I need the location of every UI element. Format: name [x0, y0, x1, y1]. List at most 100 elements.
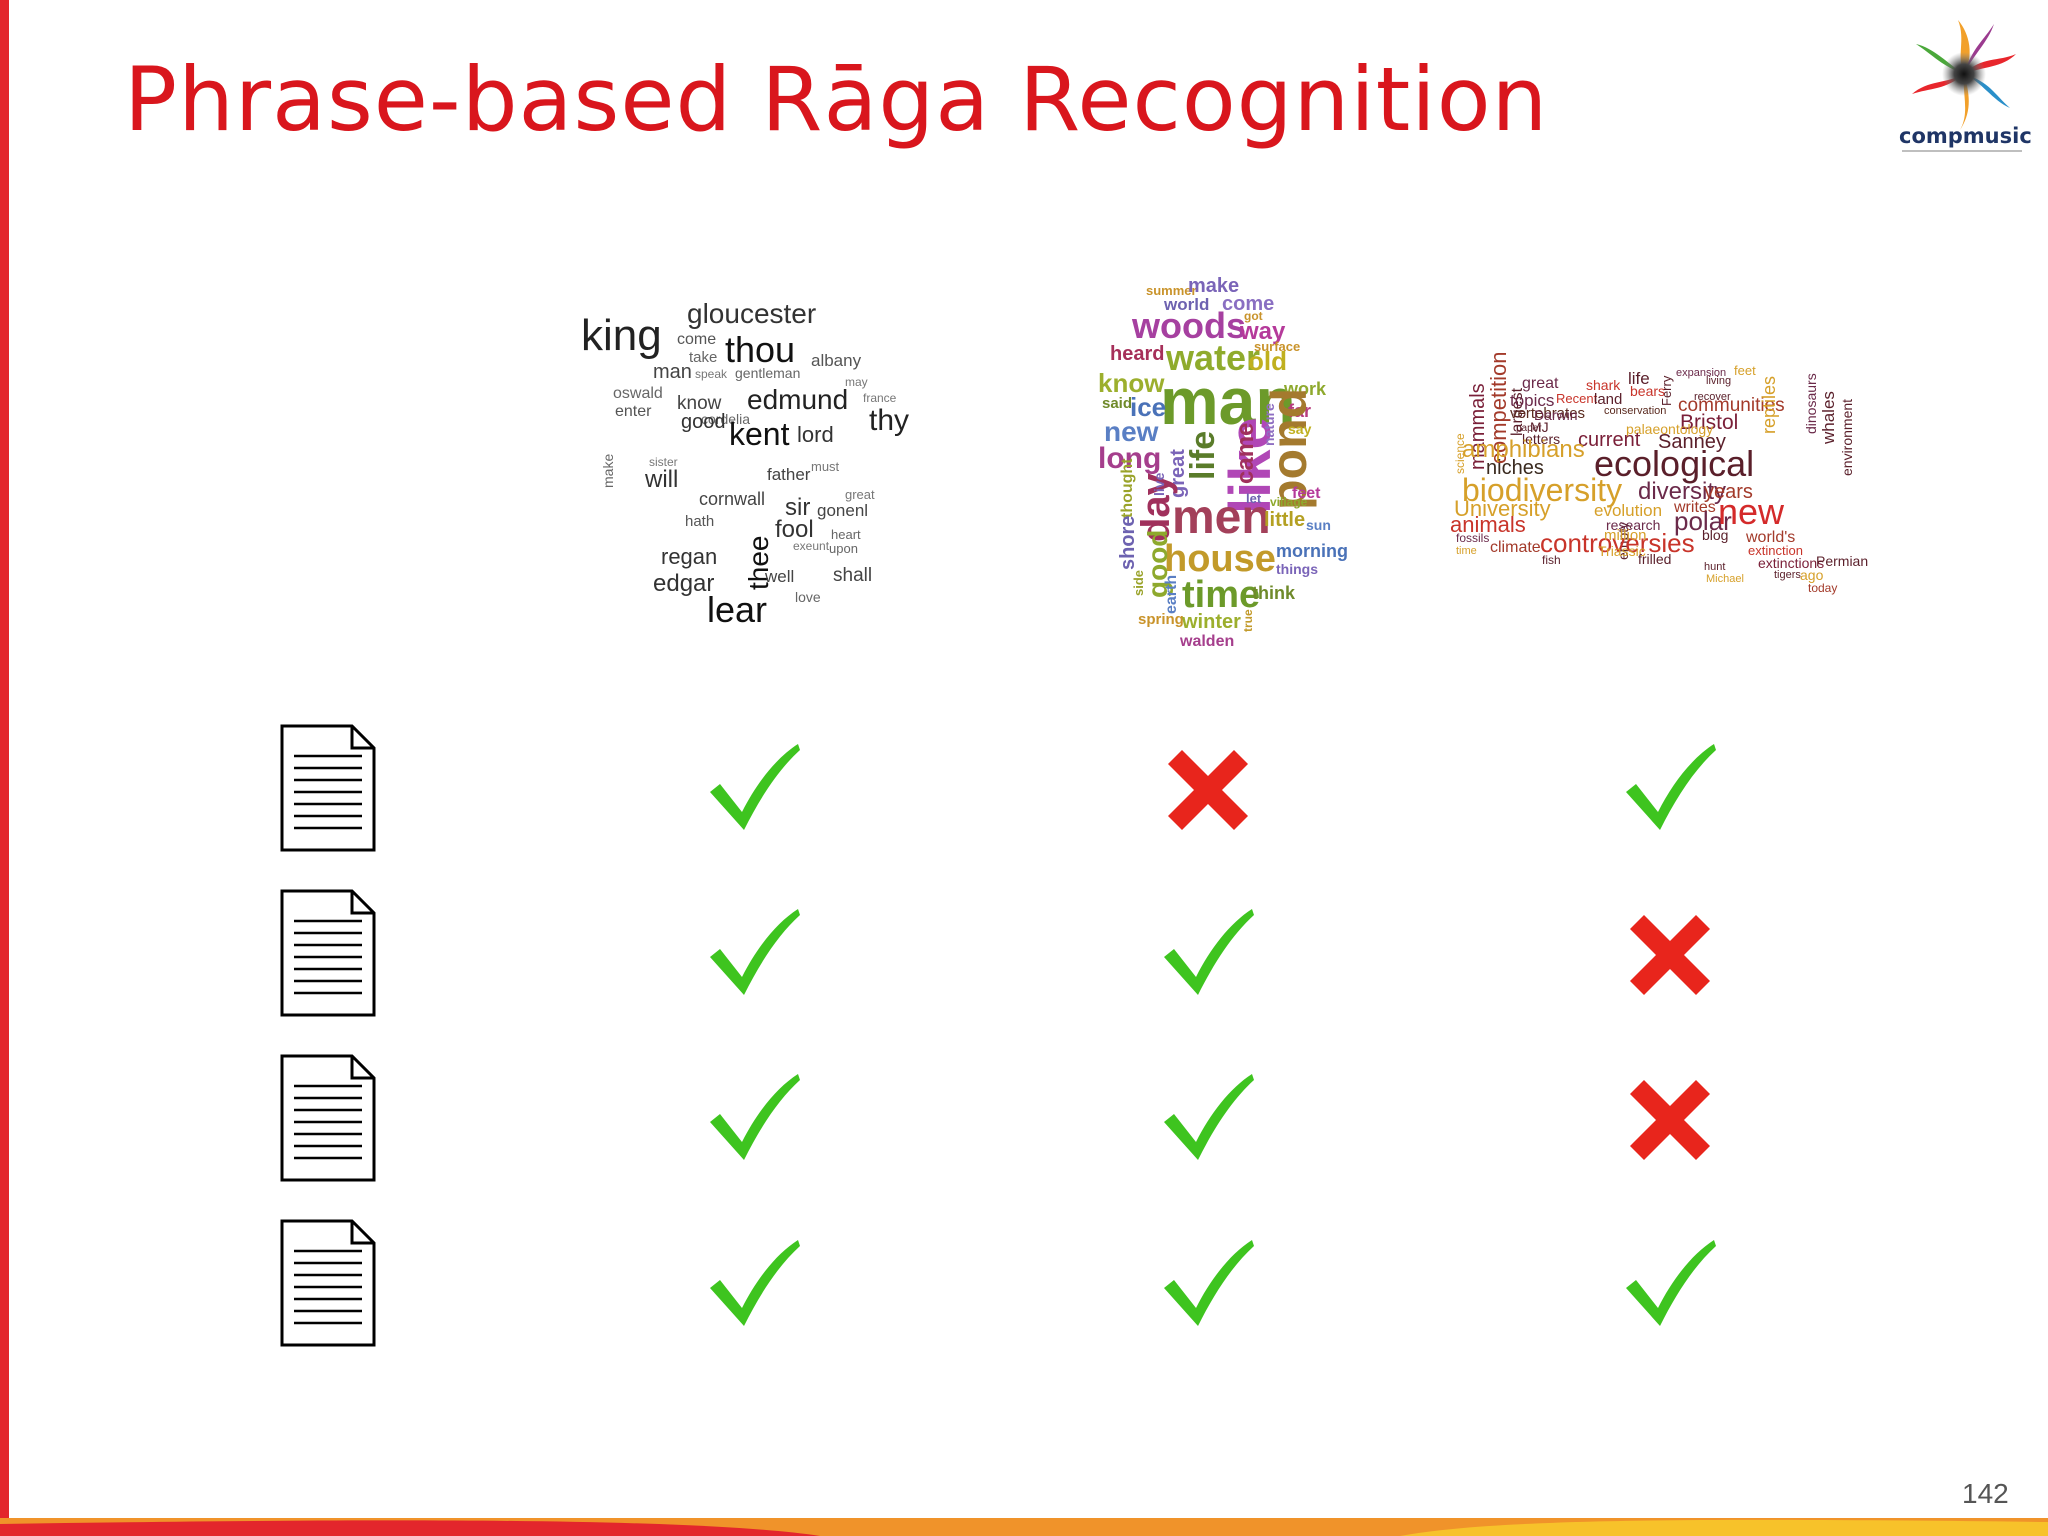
cloud-word: oswald [613, 385, 663, 402]
cloud-word: heard [1110, 343, 1165, 365]
cloud-word: today [1808, 581, 1838, 595]
cloud-word: topics [1510, 391, 1555, 410]
cloud-word: gentleman [735, 365, 801, 381]
cloud-word: communities [1678, 395, 1785, 416]
cloud-word: think [1252, 583, 1295, 603]
cloud-word: feet [1292, 485, 1321, 502]
cloud-word: ago [1800, 567, 1824, 583]
cloud-word: extinctions [1758, 555, 1825, 571]
cloud-word: reptiles [1759, 375, 1779, 434]
cloud-word: come [677, 331, 717, 348]
cloud-word: hath [685, 513, 715, 530]
checkmark-icon [1164, 1074, 1254, 1160]
cloud-word: life [1184, 430, 1222, 480]
cloud-word: water [1166, 337, 1261, 378]
cloud-word: climate [1490, 539, 1541, 556]
cloud-word: way [1240, 318, 1286, 345]
cloud-word: let [1246, 491, 1262, 506]
cloud-word: biodiversity [1462, 472, 1623, 508]
cloud-word: whales [1819, 391, 1838, 444]
cloud-word: ice [1130, 392, 1167, 422]
document-icon [280, 1219, 376, 1347]
bottom-accent-bar [0, 1518, 2048, 1536]
cloud-word: speak [695, 367, 728, 381]
cloud-word: come [1222, 293, 1275, 315]
cloud-word: nature [1261, 403, 1277, 446]
checkmark-icon [1164, 1240, 1254, 1326]
cloud-word: world [1164, 295, 1210, 314]
cloud-word: niches [1486, 457, 1544, 479]
cloud-word: true [1241, 609, 1255, 632]
cloud-word: walden [1180, 633, 1235, 650]
page-number: 142 [1962, 1478, 2009, 1509]
checkmark-icon [710, 744, 800, 830]
checkmark-icon [1626, 1240, 1716, 1326]
cloud-word: Permian [1816, 553, 1869, 569]
checkmark-icon [710, 1074, 800, 1160]
document-icon [280, 724, 376, 852]
left-accent-bar [0, 0, 9, 1536]
cloud-word: will [645, 466, 679, 493]
cloud-word: evolution [1594, 501, 1663, 520]
cloud-word: know [677, 393, 722, 414]
cloud-word: may [845, 375, 868, 389]
cloud-word: said [1102, 395, 1133, 412]
cross-icon [1630, 915, 1710, 995]
cloud-word: sun [1306, 517, 1331, 533]
cloud-word: blog [1702, 527, 1729, 543]
word-cloud-biodiversity: science mammals competition largest grea… [1450, 334, 1882, 604]
cloud-word: man [1160, 364, 1296, 438]
cloud-word: france [863, 391, 897, 405]
cloud-word: animals [1450, 512, 1526, 537]
checkmark-icon [1164, 909, 1254, 995]
cloud-word: surface [1254, 339, 1301, 354]
cloud-word: polar [1674, 506, 1732, 536]
cross-icon [1630, 1080, 1710, 1160]
word-cloud-lear: king gloucester thou come take gentleman… [575, 292, 925, 638]
checkmark-icon [710, 1240, 800, 1326]
document-icon [280, 889, 376, 1017]
cloud-word: kent [729, 416, 790, 452]
cloud-word: Triassic [1598, 543, 1646, 559]
cloud-word: side [1131, 569, 1146, 596]
cloud-word: house [1164, 538, 1276, 580]
cloud-word: edgar [653, 570, 715, 597]
cloud-word: fool [775, 516, 814, 543]
slide-title: Phrase-based Rāga Recognition [124, 48, 1549, 151]
logo-underline [1902, 150, 2022, 152]
compmusic-logo-icon [1912, 20, 2016, 130]
cloud-word: far [1288, 401, 1312, 421]
cloud-word: new [1718, 491, 1785, 532]
cloud-word: environment [1839, 398, 1855, 476]
cloud-word: palaeontology [1626, 421, 1714, 437]
cloud-word: Michael [1706, 573, 1744, 585]
cloud-word: land [1594, 391, 1623, 408]
logo-text: compmusic [1899, 124, 2032, 148]
cloud-word: gloucester [687, 298, 817, 329]
cloud-word: spring [1138, 611, 1184, 628]
cloud-word: exeunt [793, 539, 830, 553]
checkmark-icon [1626, 744, 1716, 830]
cloud-word: hunt [1704, 561, 1726, 573]
cloud-word: gonenl [817, 501, 869, 520]
cloud-word: morning [1276, 541, 1348, 561]
cloud-word: got [1244, 309, 1263, 323]
cloud-word: expansion [1676, 367, 1727, 379]
cloud-word: well [765, 567, 795, 586]
cloud-word: Darwin [1534, 407, 1578, 423]
cloud-word: village [1270, 495, 1308, 509]
cloud-word: bears [1630, 383, 1666, 399]
cross-icon [1168, 750, 1248, 830]
cloud-word: heart [831, 527, 861, 542]
document-icon [280, 1054, 376, 1182]
cloud-word: enter [615, 403, 652, 420]
cloud-word: sister [649, 455, 678, 469]
cloud-word: years [1704, 481, 1753, 503]
cloud-word: good [681, 411, 726, 433]
cloud-word: recover [1694, 391, 1731, 403]
cloud-word: great [845, 487, 875, 502]
cloud-word: edmund [747, 384, 849, 415]
cloud-word: new [1104, 416, 1159, 447]
cloud-word: regan [661, 544, 718, 569]
cloud-word: great [1522, 375, 1559, 392]
